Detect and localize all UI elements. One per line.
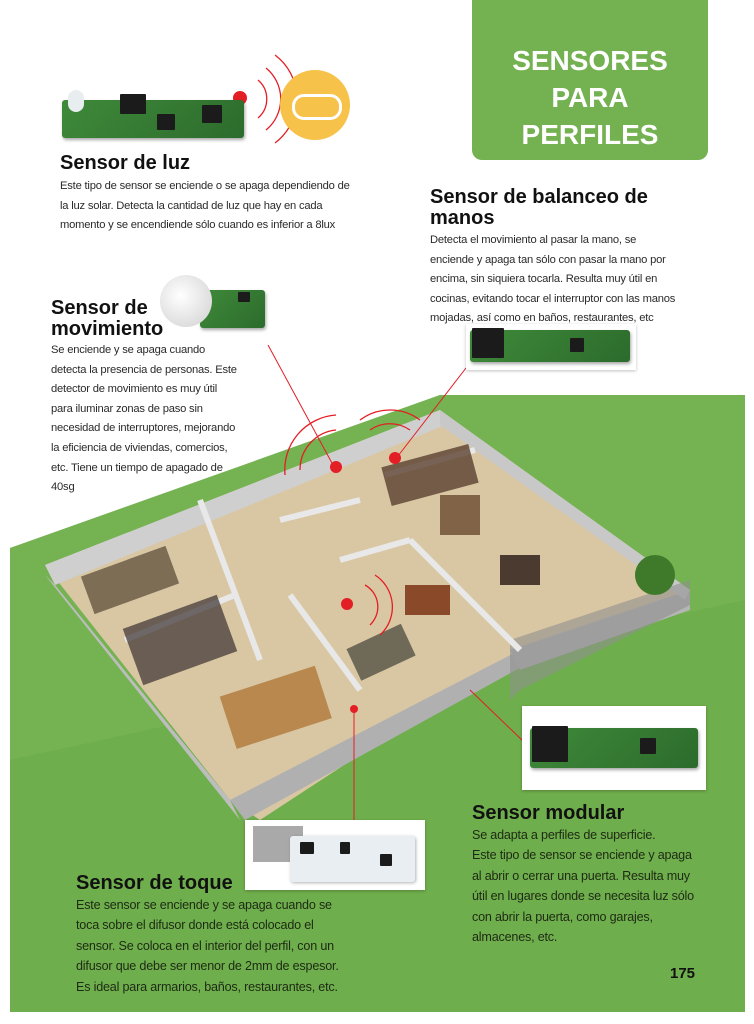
section-touch-sensor: Sensor de toque Este sensor se enciende … bbox=[76, 873, 386, 997]
section-motion-sensor: Sensor de movimiento Se enciende y se ap… bbox=[51, 298, 281, 498]
section-body: Este sensor se enciende y se apaga cuand… bbox=[76, 898, 339, 994]
section-modular-sensor: Sensor modular Se adapta a perfiles de s… bbox=[472, 803, 732, 947]
section-body: Se adapta a perfiles de superficie. Este… bbox=[472, 828, 694, 945]
modular-sensor-image bbox=[522, 706, 706, 790]
section-hand-wave-sensor: Sensor de balanceo de manos Detecta el m… bbox=[430, 187, 730, 329]
sensor-marker bbox=[389, 452, 401, 464]
section-body: Detecta el movimiento al pasar la mano, … bbox=[430, 234, 676, 325]
section-body: Este tipo de sensor se enciende o se apa… bbox=[60, 180, 350, 232]
sensor-marker bbox=[330, 461, 342, 473]
pir-dome-icon bbox=[160, 275, 212, 327]
section-heading: Sensor de luz bbox=[60, 152, 191, 174]
section-heading: Sensor de toque bbox=[76, 872, 233, 894]
hand-wave-sensor-image bbox=[466, 324, 636, 370]
page-title: SENSORES PARA PERFILES bbox=[472, 0, 708, 160]
section-heading: Sensor de movimiento bbox=[51, 297, 164, 340]
light-sensor-board-image bbox=[62, 90, 244, 138]
touch-sensor-image bbox=[245, 820, 425, 890]
section-light-sensor: Sensor de luz Este tipo de sensor se enc… bbox=[60, 153, 400, 236]
sensor-marker bbox=[341, 598, 353, 610]
section-heading: Sensor de balanceo de manos bbox=[430, 186, 648, 229]
sun-cloud-icon bbox=[280, 70, 350, 140]
section-heading: Sensor modular bbox=[472, 802, 625, 824]
section-body: Se enciende y se apaga cuando detecta la… bbox=[51, 344, 237, 494]
page-number: 175 bbox=[670, 965, 696, 982]
sensor-marker bbox=[350, 705, 358, 713]
